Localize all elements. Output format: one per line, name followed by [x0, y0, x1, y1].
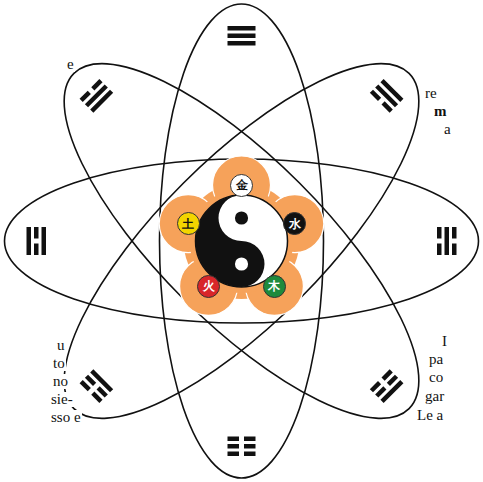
element-circle: 金	[230, 174, 253, 197]
element-circle: 火	[197, 275, 220, 298]
page-text-fragment: no	[52, 374, 69, 389]
element-character: 水	[289, 218, 301, 230]
trigram-symbol	[228, 26, 256, 46]
trigram-symbol	[228, 437, 256, 457]
orbit-ellipse	[5, 159, 479, 323]
element-character: 火	[203, 280, 215, 292]
element-flower	[159, 156, 324, 315]
trigram-symbol	[370, 79, 404, 113]
page-text-fragment: sie-	[50, 392, 74, 407]
page-text-fragment: sso e	[50, 410, 82, 425]
page-text-fragment: re	[424, 86, 438, 101]
trigram-symbol	[370, 369, 404, 403]
orbit-ellipse	[16, 15, 467, 466]
page-text-fragment: gar	[424, 389, 445, 404]
page-text-fragment: u	[56, 338, 66, 353]
page-text-fragment: m	[433, 104, 448, 119]
orbit-ellipse	[160, 4, 324, 478]
trigram-symbol	[437, 227, 457, 255]
page-text-fragment: I	[441, 334, 448, 349]
page-text-fragment: e	[66, 57, 75, 72]
orbit-group	[5, 4, 479, 478]
trigram-group	[27, 26, 457, 456]
trigram-symbol	[27, 227, 47, 255]
page-text-fragment: Le a	[416, 408, 444, 423]
element-circle: 土	[177, 212, 200, 235]
element-character: 木	[268, 280, 280, 292]
page-text-fragment: to	[52, 356, 66, 371]
element-character: 金	[236, 179, 248, 191]
page-text-fragment: a	[443, 122, 452, 137]
element-character: 土	[182, 218, 194, 230]
trigram-symbol	[80, 79, 114, 113]
element-circle: 木	[263, 275, 286, 298]
yin-yang-symbol	[196, 195, 288, 287]
page-text-fragment: pa	[428, 352, 444, 367]
page-text-fragment: co	[428, 370, 444, 385]
trigram-symbol	[80, 369, 114, 403]
orbit-ellipse	[16, 15, 467, 466]
